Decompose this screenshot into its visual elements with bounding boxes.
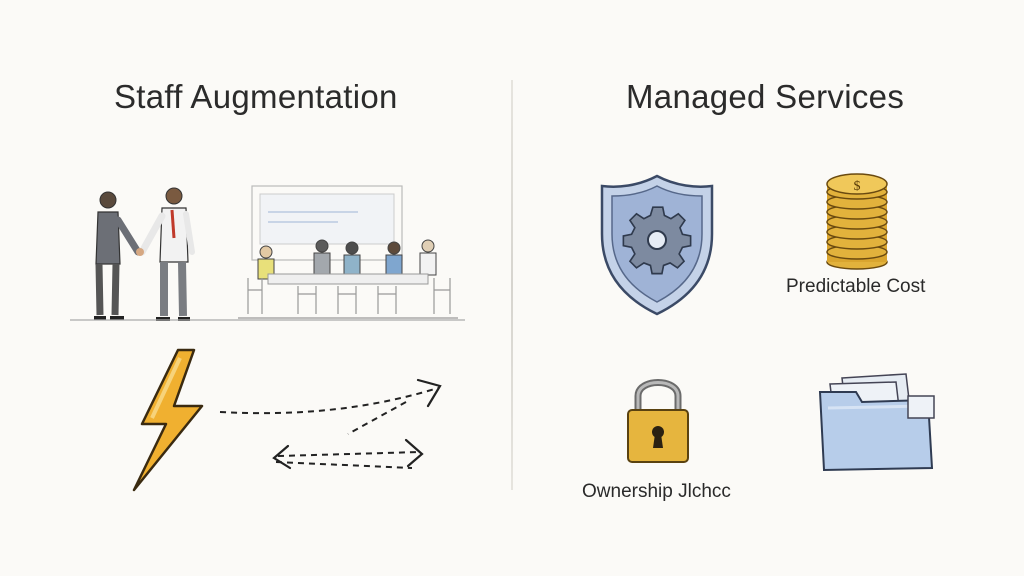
column-divider bbox=[511, 80, 513, 490]
folder-icon bbox=[818, 373, 935, 472]
staff-augmentation-title: Staff Augmentation bbox=[114, 78, 398, 115]
meeting-floor-line bbox=[70, 319, 465, 321]
svg-text:$: $ bbox=[854, 179, 861, 194]
lightning-bolt-icon bbox=[132, 348, 204, 492]
team-meeting-icon bbox=[238, 185, 458, 319]
coin-stack-icon: $ bbox=[826, 173, 888, 270]
managed-services-title: Managed Services bbox=[626, 78, 905, 115]
shield-gear-icon bbox=[600, 174, 714, 316]
ownership-label: Ownership Jlchcc bbox=[582, 481, 731, 502]
handshake-icon bbox=[94, 187, 195, 321]
dashed-arrows-icon bbox=[219, 378, 442, 470]
predictable-cost-label: Predictable Cost bbox=[786, 276, 926, 297]
padlock-icon bbox=[627, 379, 689, 463]
